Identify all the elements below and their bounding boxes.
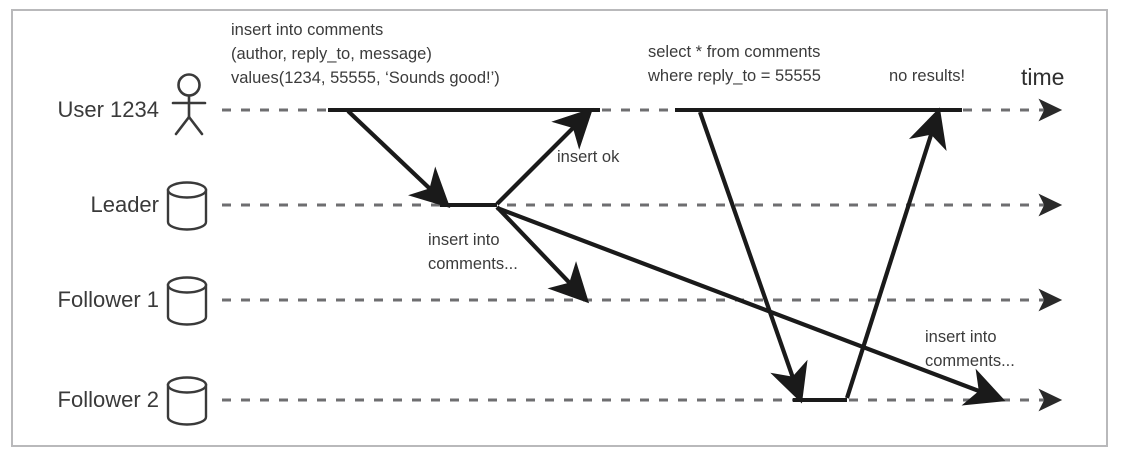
lane-label-follower1: Follower 1	[57, 287, 159, 312]
message-arrows	[346, 107, 1006, 406]
activation-bars	[328, 108, 962, 402]
lane-label-leader: Leader	[90, 192, 159, 217]
database-cylinder-icon-follower1	[166, 276, 208, 326]
time-axis-label: time	[1021, 64, 1065, 90]
label-insert-ok: insert ok	[557, 148, 620, 166]
label-replicate-follower2-line2: comments...	[925, 352, 1015, 370]
label-replicate-follower1-line2: comments...	[428, 255, 518, 273]
lane-label-follower2: Follower 2	[57, 387, 159, 412]
arrow-insert-request	[346, 109, 451, 209]
label-select-query-line2: where reply_to = 55555	[648, 67, 821, 85]
actor-stick-figure-icon	[171, 73, 207, 136]
label-replicate-follower1-line1: insert into	[428, 231, 500, 249]
arrow-replicate-follower1	[495, 205, 590, 304]
label-replicate-follower2-line1: insert into	[925, 328, 997, 346]
label-insert-request-line3: values(1234, 55555, ‘Sounds good!’)	[231, 69, 500, 87]
label-insert-request-line1: insert into comments	[231, 21, 384, 39]
label-no-results: no results!	[889, 67, 966, 85]
label-select-query-line1: select * from comments	[648, 43, 821, 61]
arrow-no-results	[844, 107, 947, 399]
database-cylinder-icon-leader	[166, 181, 208, 231]
label-insert-request-line2: (author, reply_to, message)	[231, 45, 432, 63]
lane-label-user: User 1234	[57, 97, 159, 122]
arrow-replicate-follower2	[496, 206, 1006, 406]
arrow-select-query	[698, 111, 808, 404]
arrow-insert-ok	[495, 107, 594, 206]
database-cylinder-icon-follower2	[166, 376, 208, 426]
